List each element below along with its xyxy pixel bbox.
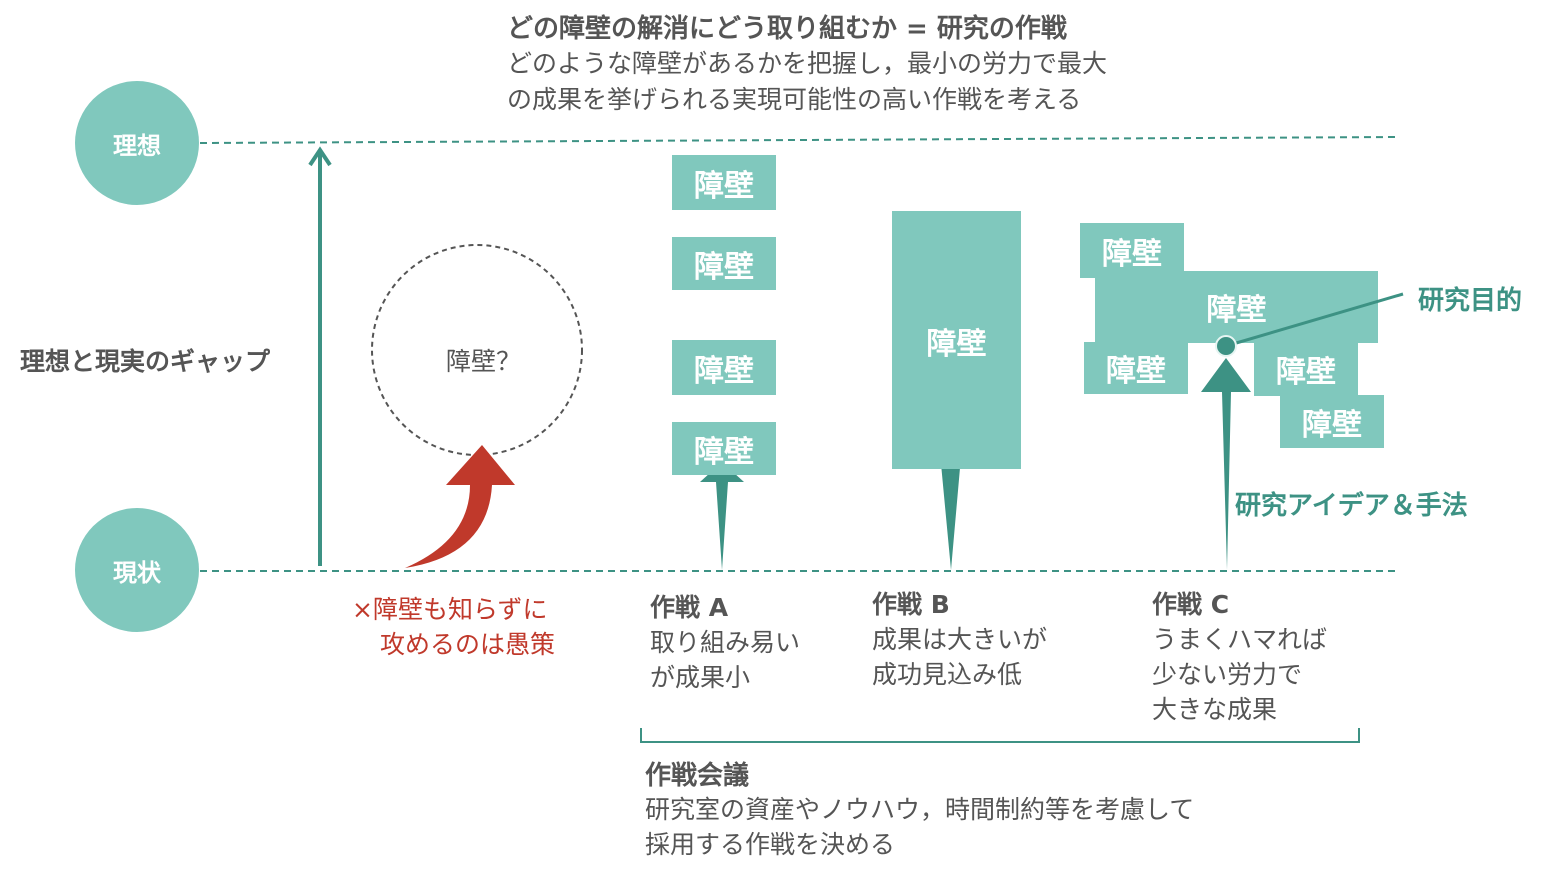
warning-line-2: 攻めるのは愚策 xyxy=(380,630,556,659)
barrier-box: 障壁 xyxy=(1080,223,1184,278)
barrier-box: 障壁 xyxy=(672,237,776,290)
strategy-b-line: 成功見込み低 xyxy=(872,660,1023,689)
purpose-pointer-line xyxy=(1225,292,1404,348)
barrier-box: 障壁 xyxy=(1084,342,1188,394)
strategy-b-title: 作戦 B xyxy=(872,590,950,619)
strategy-b: 作戦 B 成果は大きいが 成功見込み低 xyxy=(872,587,1047,692)
meeting-title: 作戦会議 xyxy=(645,761,750,791)
warning-line-1: ×障壁も知らずに xyxy=(352,595,548,624)
arrow-c xyxy=(1201,358,1251,570)
meeting-line-1: 研究室の資産やノウハウ，時間制約等を考慮して xyxy=(645,795,1195,824)
current-circle: 現状 xyxy=(75,508,199,632)
ideal-dashed-line xyxy=(199,136,1401,144)
barrier-box: 障壁 xyxy=(672,155,776,210)
strategy-bracket xyxy=(640,728,1360,743)
strategy-c: 作戦 C うまくハマれば 少ない労力で 大きな成果 xyxy=(1152,587,1327,727)
arrow-a xyxy=(700,462,744,570)
strategy-c-line: 大きな成果 xyxy=(1152,695,1278,724)
strategy-a-line: が成果小 xyxy=(650,663,751,692)
barrier-box-large: 障壁 xyxy=(892,211,1021,469)
meeting-line-2: 採用する作戦を決める xyxy=(645,830,896,859)
strategy-a-title: 作戦 A xyxy=(650,593,729,622)
barrier-box: 障壁 xyxy=(672,422,776,475)
strategy-b-line: 成果は大きいが xyxy=(872,625,1048,654)
ideal-circle: 理想 xyxy=(75,81,199,205)
header-title: どの障壁の解消にどう取り組むか = 研究の作戦 xyxy=(507,14,1067,44)
barrier-box: 障壁 xyxy=(1254,342,1358,396)
barrier-box-wide: 障壁 xyxy=(1095,271,1378,343)
strategy-a-line: 取り組み易い xyxy=(650,628,801,657)
header-line-1: どのような障壁があるかを把握し，最小の労力で最大 xyxy=(507,49,1108,78)
gap-label: 理想と現実のギャップ xyxy=(20,347,271,376)
strategy-a: 作戦 A 取り組み易い が成果小 xyxy=(650,590,800,695)
barrier-label: 障壁 xyxy=(1206,293,1267,328)
strategy-c-line: うまくハマれば xyxy=(1152,625,1328,654)
gap-arrow-head xyxy=(308,146,332,167)
purpose-label: 研究目的 xyxy=(1418,286,1523,316)
unknown-barrier-label: 障壁？ xyxy=(446,347,522,376)
red-curved-arrow xyxy=(405,445,515,568)
strategy-c-line: 少ない労力で xyxy=(1152,660,1303,689)
barrier-box: 障壁 xyxy=(672,340,776,395)
header-line-2: の成果を挙げられる実現可能性の高い作戦を考える xyxy=(507,85,1082,114)
strategy-c-title: 作戦 C xyxy=(1152,590,1230,619)
idea-label: 研究アイデア＆手法 xyxy=(1235,491,1468,521)
barrier-box: 障壁 xyxy=(1280,395,1384,448)
purpose-dot xyxy=(1215,335,1237,357)
